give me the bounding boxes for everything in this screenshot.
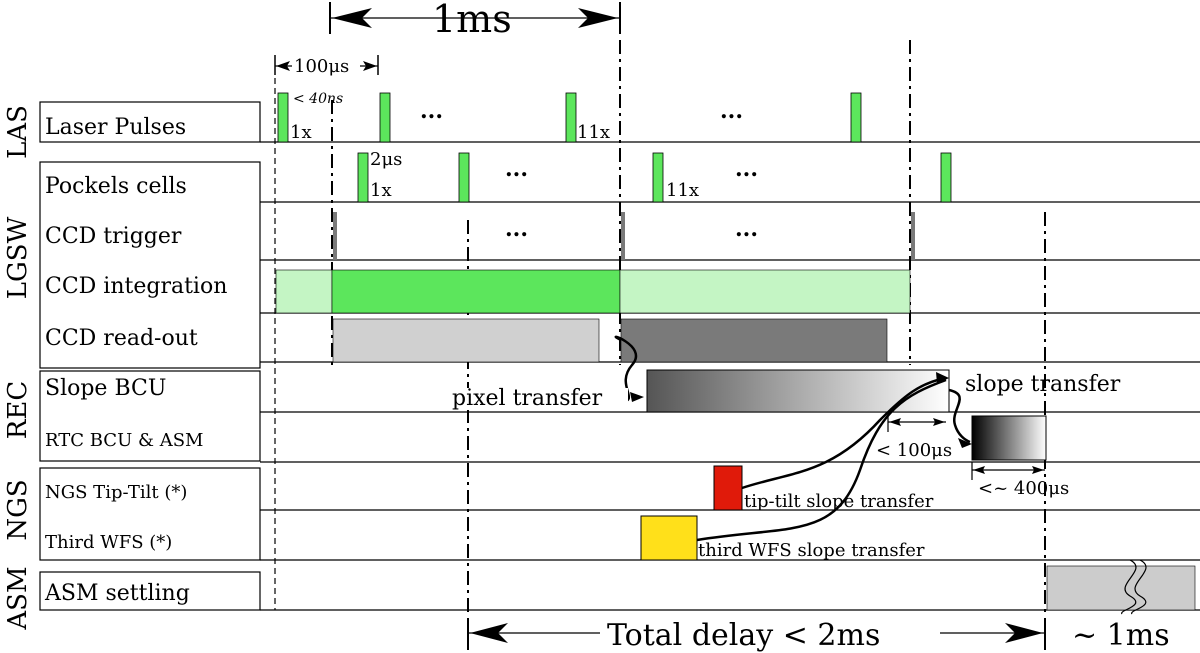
integration-bar-light bbox=[619, 269, 911, 314]
row-label-pockels-cells: Pockels cells bbox=[45, 174, 187, 199]
pockels-pulse bbox=[458, 152, 470, 203]
row-label-ccd-readout: CCD read-out bbox=[45, 326, 198, 351]
row-label-rtc-bcu-asm: RTC BCU & ASM bbox=[45, 430, 203, 451]
rtc-gap-indicator: < 100μs bbox=[876, 412, 952, 461]
tiptilt-curve bbox=[741, 376, 947, 490]
rtc-duration-indicator: <~ 400μs bbox=[971, 462, 1069, 499]
label-box-rec bbox=[39, 370, 261, 462]
readout-bar-light bbox=[332, 318, 600, 363]
rtc-bcu-bar bbox=[971, 415, 1047, 461]
integration-bar-dark bbox=[331, 269, 621, 314]
ellipsis-trigger-1: ... bbox=[505, 216, 528, 242]
ellipsis-pockels-1: ... bbox=[505, 156, 528, 182]
transfer-curves bbox=[614, 335, 972, 542]
ellipsis-laser-1: ... bbox=[420, 98, 443, 124]
label-thirdwfs-transfer: third WFS slope transfer bbox=[698, 540, 925, 561]
ngs-tiptilt-bar bbox=[713, 465, 743, 511]
settling-break-mark bbox=[1131, 559, 1147, 615]
sub-period-indicator: 100μs bbox=[274, 54, 379, 77]
sub-period-label-bg bbox=[292, 54, 360, 76]
annotation-pulse-count-11: 11x bbox=[577, 122, 610, 143]
tiptilt-arrowhead bbox=[936, 372, 949, 384]
label-rtc-gap: < 100μs bbox=[876, 440, 952, 461]
period-indicator: 1ms bbox=[329, 0, 621, 41]
label-slope-transfer: slope transfer bbox=[965, 372, 1121, 397]
label-pixel-transfer: pixel transfer bbox=[452, 386, 603, 411]
row-label-slope-bcu: Slope BCU bbox=[45, 376, 166, 401]
pockels-pulse bbox=[940, 152, 952, 203]
laser-pulses bbox=[277, 92, 862, 143]
ccd-trigger-pulses bbox=[333, 212, 915, 260]
slope-transfer-curve bbox=[948, 388, 971, 444]
total-delay-left-arrowhead bbox=[470, 623, 508, 643]
sub-period-left-arrowhead bbox=[276, 61, 290, 71]
rtc-duration-right-arrowhead bbox=[1032, 466, 1044, 474]
label-rtc-duration: <~ 400μs bbox=[978, 478, 1069, 499]
sub-period-label: 100μs bbox=[294, 56, 349, 77]
settling-break-mark bbox=[1121, 559, 1137, 615]
group-label-lgsw: LGSW bbox=[3, 216, 33, 299]
ccd-trigger-pulse bbox=[911, 212, 915, 260]
integration-bar-light bbox=[275, 269, 333, 314]
readout-bar-dark bbox=[620, 318, 888, 363]
ellipsis-laser-2: ... bbox=[720, 98, 743, 124]
annotation-pockels-width: 2μs bbox=[370, 149, 402, 170]
laser-pulse bbox=[565, 92, 577, 143]
ccd-trigger-pulse bbox=[621, 212, 625, 260]
label-box-las bbox=[39, 101, 261, 143]
pixel-transfer-curve bbox=[614, 335, 638, 404]
group-label-las: LAS bbox=[3, 105, 33, 159]
laser-pulse bbox=[379, 92, 391, 143]
sub-period-right-arrowhead bbox=[363, 61, 377, 71]
asm-settling-bar bbox=[1046, 565, 1196, 611]
ccd-readout-bars bbox=[332, 318, 888, 363]
pockels-pulse bbox=[357, 152, 369, 203]
laser-pulse bbox=[277, 92, 289, 143]
rtc-duration-left-arrowhead bbox=[973, 466, 985, 474]
row-label-ccd-integration: CCD integration bbox=[45, 274, 227, 299]
label-box-asm bbox=[39, 571, 261, 611]
label-box-ngs bbox=[39, 467, 261, 561]
ellipsis-trigger-2: ... bbox=[735, 216, 758, 242]
group-label-rec: REC bbox=[3, 381, 33, 439]
pockels-pulse bbox=[652, 152, 664, 203]
slope-transfer-arrowhead bbox=[958, 438, 972, 448]
row-label-ngs-tiptilt: NGS Tip-Tilt (*) bbox=[45, 482, 187, 503]
period-left-arrowhead bbox=[332, 8, 372, 28]
row-label-ccd-trigger: CCD trigger bbox=[45, 224, 182, 249]
total-delay-indicator: Total delay < 2ms bbox=[467, 612, 1046, 653]
label-box-lgsw bbox=[39, 161, 261, 369]
ccd-trigger-pulse bbox=[333, 212, 337, 260]
label-tiptilt-transfer: tip-tilt slope transfer bbox=[744, 491, 934, 512]
rtc-gap-right-arrowhead bbox=[933, 418, 945, 426]
rtc-gap-left-arrowhead bbox=[889, 418, 901, 426]
row-label-asm-settling: ASM settling bbox=[44, 581, 190, 606]
annotation-pulse-count-1: 1x bbox=[290, 122, 312, 143]
row-label-laser-pulses: Laser Pulses bbox=[45, 115, 186, 140]
ccd-integration-bars bbox=[275, 269, 911, 314]
annotation-pockels-count-1: 1x bbox=[370, 180, 392, 201]
label-settling-time: ~ 1ms bbox=[1072, 618, 1170, 653]
period-label: 1ms bbox=[432, 0, 512, 41]
slope-bcu-bar bbox=[646, 369, 950, 413]
annotation-pockels-count-11: 11x bbox=[666, 180, 699, 201]
third-wfs-bar bbox=[640, 515, 698, 561]
pockels-pulses bbox=[357, 152, 952, 203]
group-label-asm: ASM bbox=[3, 566, 33, 630]
group-label-ngs: NGS bbox=[3, 479, 33, 540]
ellipsis-pockels-2: ... bbox=[735, 156, 758, 182]
label-total-delay: Total delay < 2ms bbox=[607, 618, 880, 653]
annotation-pulse-width: < 40ns bbox=[293, 91, 343, 107]
third-wfs-curve bbox=[696, 378, 947, 542]
laser-pulse bbox=[850, 92, 862, 143]
total-delay-label-bg bbox=[600, 612, 940, 652]
total-delay-right-arrowhead bbox=[1005, 623, 1043, 643]
pixel-transfer-label-bg bbox=[448, 388, 628, 410]
row-label-third-wfs: Third WFS (*) bbox=[45, 532, 172, 553]
period-right-arrowhead bbox=[578, 8, 618, 28]
pixel-transfer-arrowhead bbox=[630, 392, 644, 402]
